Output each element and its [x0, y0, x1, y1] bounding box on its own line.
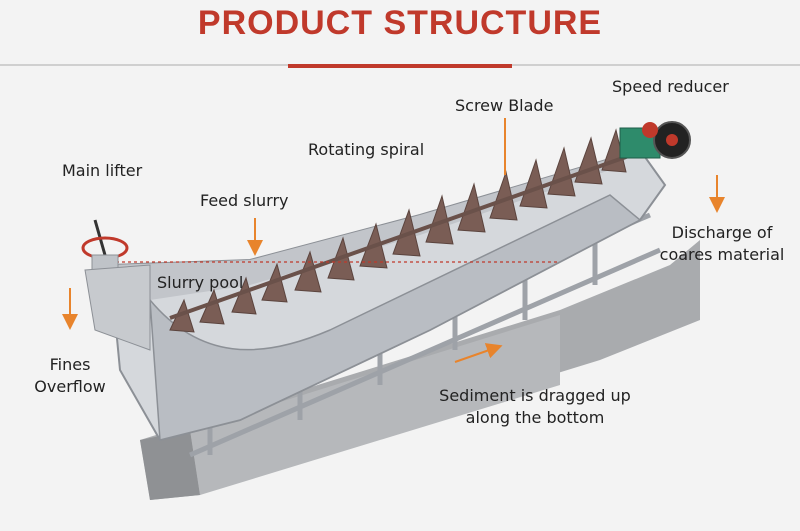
speed-reducer-assembly: [619, 121, 691, 159]
label-fines-line1: Fines: [49, 355, 91, 374]
screw-shaft: [169, 150, 641, 320]
sediment-arrow: [454, 343, 503, 363]
label-screw-blade: Screw Blade: [455, 96, 554, 115]
label-feed-slurry: Feed slurry: [200, 191, 289, 210]
title-accent-bar: [288, 64, 512, 68]
label-sediment: Sediment is dragged up along the bottom: [420, 385, 650, 429]
label-slurry-pool: Slurry pool: [157, 273, 244, 292]
page-title: PRODUCT STRUCTURE: [197, 4, 603, 42]
label-discharge-line1: Discharge of: [671, 223, 773, 242]
label-fines-overflow: Fines Overflow: [20, 354, 120, 398]
overflow-weir: [84, 264, 151, 351]
label-fines-line2: Overflow: [34, 377, 106, 396]
label-main-lifter: Main lifter: [62, 161, 143, 180]
concrete-foundation: [140, 240, 700, 500]
label-discharge: Discharge of coares material: [648, 222, 796, 266]
label-sediment-line1: Sediment is dragged up: [439, 386, 631, 405]
label-speed-reducer: Speed reducer: [612, 77, 729, 96]
label-sediment-line2: along the bottom: [465, 408, 605, 427]
label-discharge-line2: coares material: [659, 245, 785, 264]
label-rotating-spiral: Rotating spiral: [308, 140, 425, 159]
